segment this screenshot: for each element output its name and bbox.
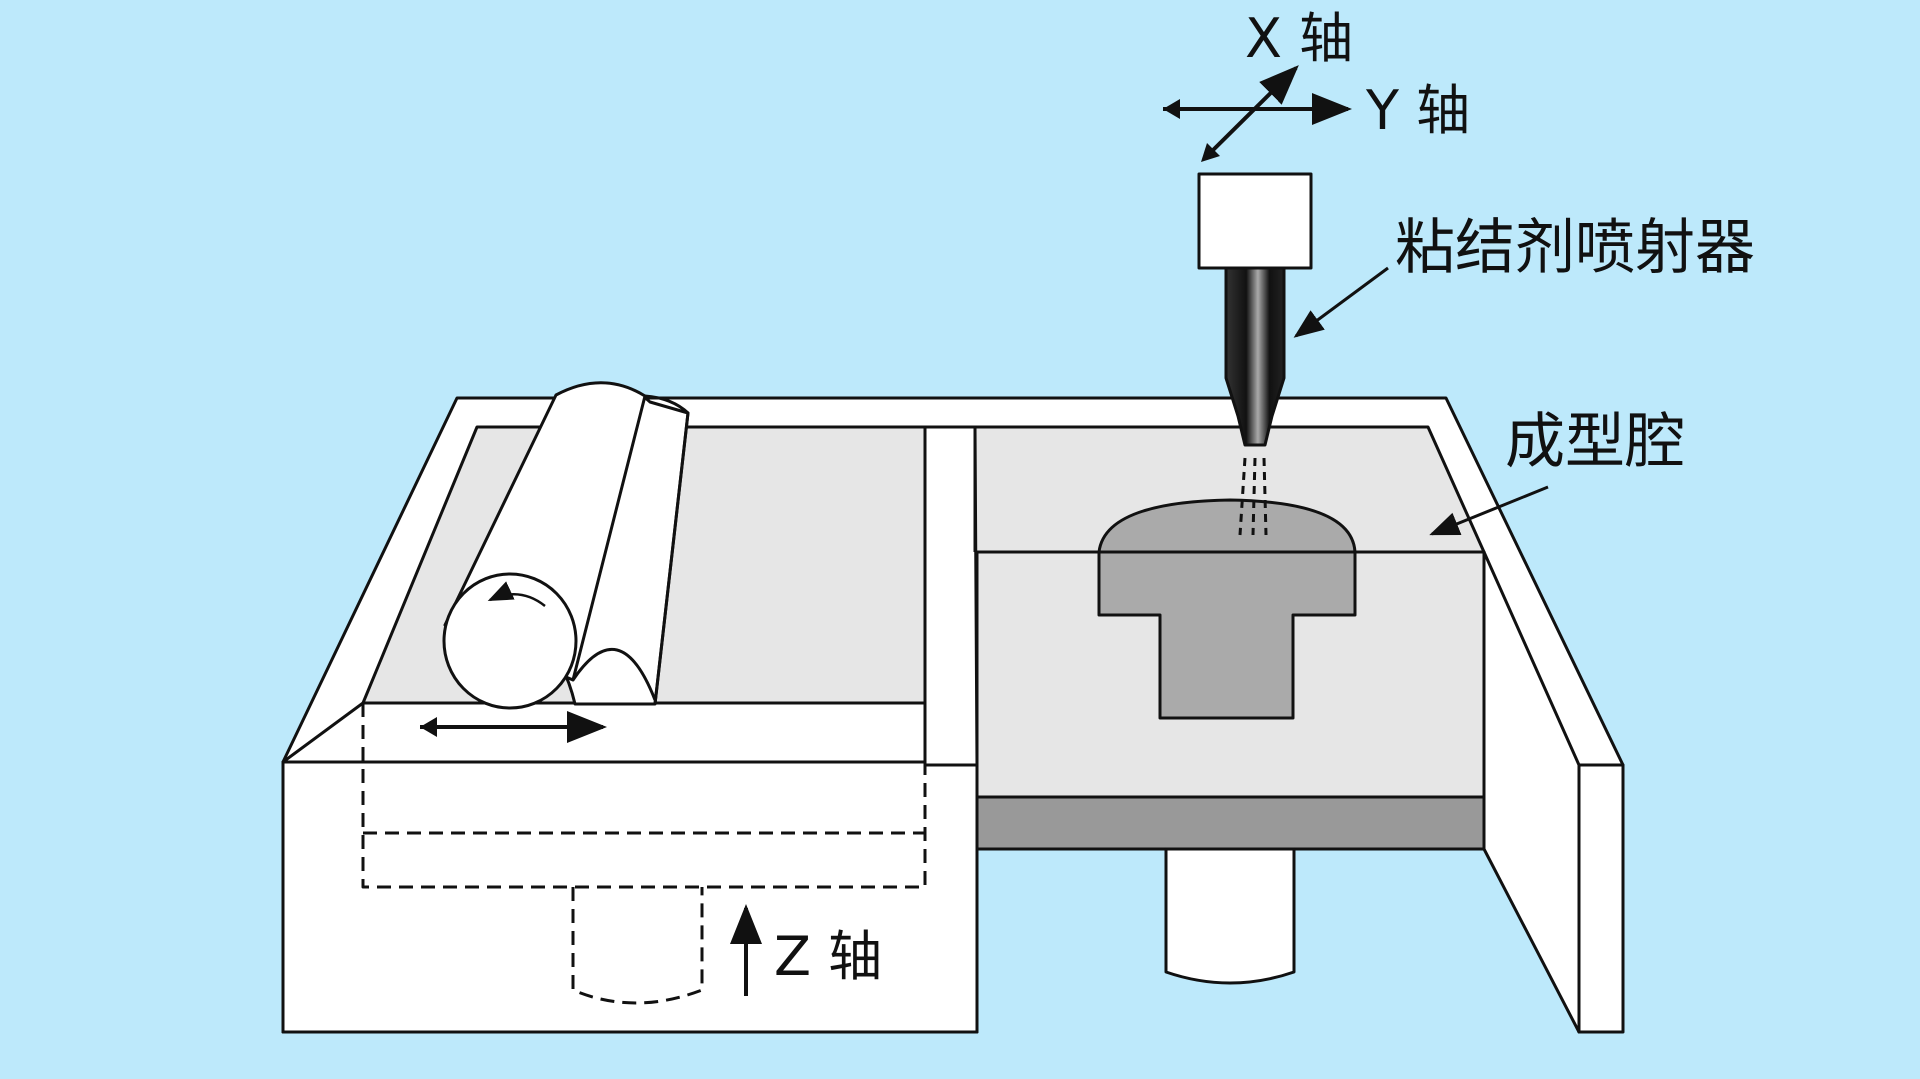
binder-jet-leader	[1293, 266, 1389, 338]
roller-end	[442, 572, 578, 710]
build-chamber-leader	[1429, 485, 1549, 536]
chamber-divider	[923, 425, 979, 767]
z-axis-label: Z 轴	[774, 925, 883, 988]
printed-part-top	[1097, 498, 1357, 554]
binder-jet-label: 粘结剂喷射器	[1395, 213, 1755, 283]
roller-rotation-icon	[487, 581, 546, 607]
hidden-lines	[361, 703, 927, 1005]
binder-nozzle-icon	[1224, 266, 1286, 447]
powder-supply-rim-strip	[281, 701, 927, 764]
x-axis-arrow	[1203, 65, 1299, 160]
build-chamber-label: 成型腔	[1505, 407, 1685, 477]
powder-supply-front	[281, 760, 979, 1034]
x-axis-label: X 轴	[1245, 7, 1354, 70]
build-platform	[975, 795, 1486, 851]
chamber-side-wall-edge	[1577, 763, 1625, 1034]
build-piston	[1164, 847, 1296, 985]
print-head-box	[1197, 172, 1313, 270]
printed-part-body	[1097, 550, 1357, 720]
y-axis-label: Y 轴	[1366, 79, 1471, 142]
